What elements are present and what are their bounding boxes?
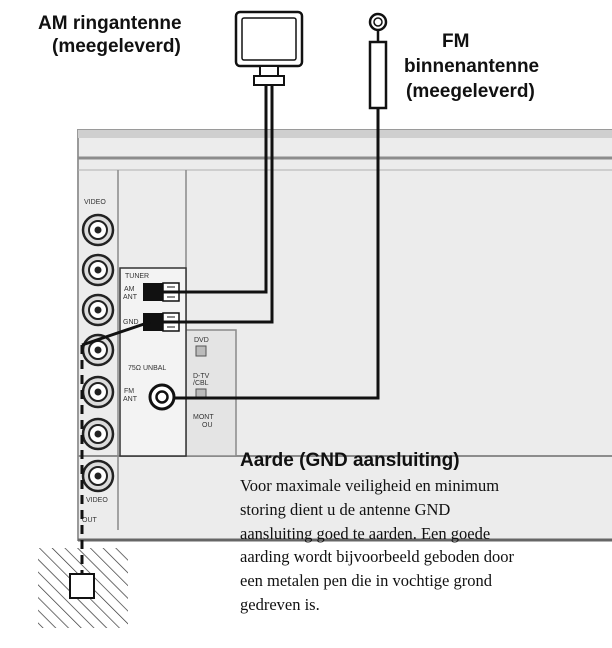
video-label-bottom: VIDEO	[86, 497, 108, 504]
fm-ant-label: FM	[124, 388, 134, 395]
fm-indoor-antenna	[174, 12, 388, 400]
ground-title: Aarde (GND aansluiting)	[240, 450, 460, 471]
fm-antenna-title-2: binnenantenne	[404, 56, 540, 77]
fm-ant-jack	[148, 383, 176, 411]
ground-symbol	[38, 548, 128, 628]
dvd-label: DVD	[194, 337, 209, 344]
am-ant-label: AM	[124, 286, 135, 293]
ground-description-line: een metalen pen die in vochtige grond	[240, 571, 492, 591]
tuner-block: TUNER AM ANT GND 75Ω UNBAL FM ANT	[119, 267, 187, 457]
fm-ant-label-2: ANT	[123, 396, 138, 403]
unbal-label: 75Ω UNBAL	[128, 365, 166, 372]
am-ant-label-2: ANT	[123, 294, 138, 301]
video-label-top: VIDEO	[84, 199, 106, 206]
fm-antenna-title: FM	[442, 31, 470, 52]
ground-rod	[69, 573, 95, 599]
am-antenna-subtitle: (meegeleverd)	[52, 36, 181, 57]
fm-antenna-subtitle: (meegeleverd)	[406, 81, 535, 102]
ground-description-line: aarding wordt bijvoorbeeld geboden door	[240, 547, 515, 567]
rca-jack-column: VIDEO VIDEO OUT	[81, 199, 115, 524]
ground-description-line: Voor maximale veiligheid en minimum	[240, 476, 500, 495]
cbl-label: /CBL	[193, 380, 209, 387]
ground-description-line: storing dient u de antenne GND	[240, 499, 451, 519]
am-antenna-title: AM ringantenne	[38, 13, 182, 34]
ground-description-line: gedreven is.	[240, 594, 320, 614]
gnd-label: GND	[123, 319, 139, 326]
out-label: OUT	[82, 517, 98, 524]
out2-label: OU	[202, 422, 213, 429]
mon-label: MONT	[193, 414, 214, 421]
ground-wire	[80, 320, 151, 574]
tuner-label: TUNER	[125, 273, 149, 280]
side-panel-labels: DVD D-TV /CBL MONT OU	[193, 337, 214, 429]
ground-description: Voor maximale veiligheid en minimum stor…	[240, 474, 610, 617]
am-loop-antenna	[163, 10, 304, 324]
dtv-label: D-TV	[193, 373, 210, 380]
ground-description-line: aansluiting goed te aarden. Een goede	[240, 523, 491, 543]
